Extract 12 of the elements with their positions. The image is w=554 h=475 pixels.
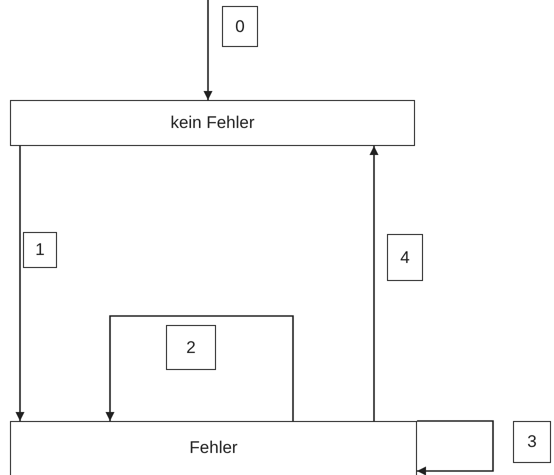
arrow	[370, 146, 378, 421]
edge-label: 4	[387, 234, 423, 281]
edge-label: 3	[513, 421, 551, 463]
arrow	[106, 315, 294, 421]
arrow	[16, 146, 24, 421]
edge-label: 2	[166, 325, 216, 370]
state-box: kein Fehler	[10, 100, 415, 146]
arrow	[204, 0, 212, 100]
state-box: Fehler	[10, 421, 417, 475]
edge-label: 0	[222, 6, 258, 47]
edge-label: 1	[23, 232, 57, 268]
arrow	[417, 420, 494, 475]
